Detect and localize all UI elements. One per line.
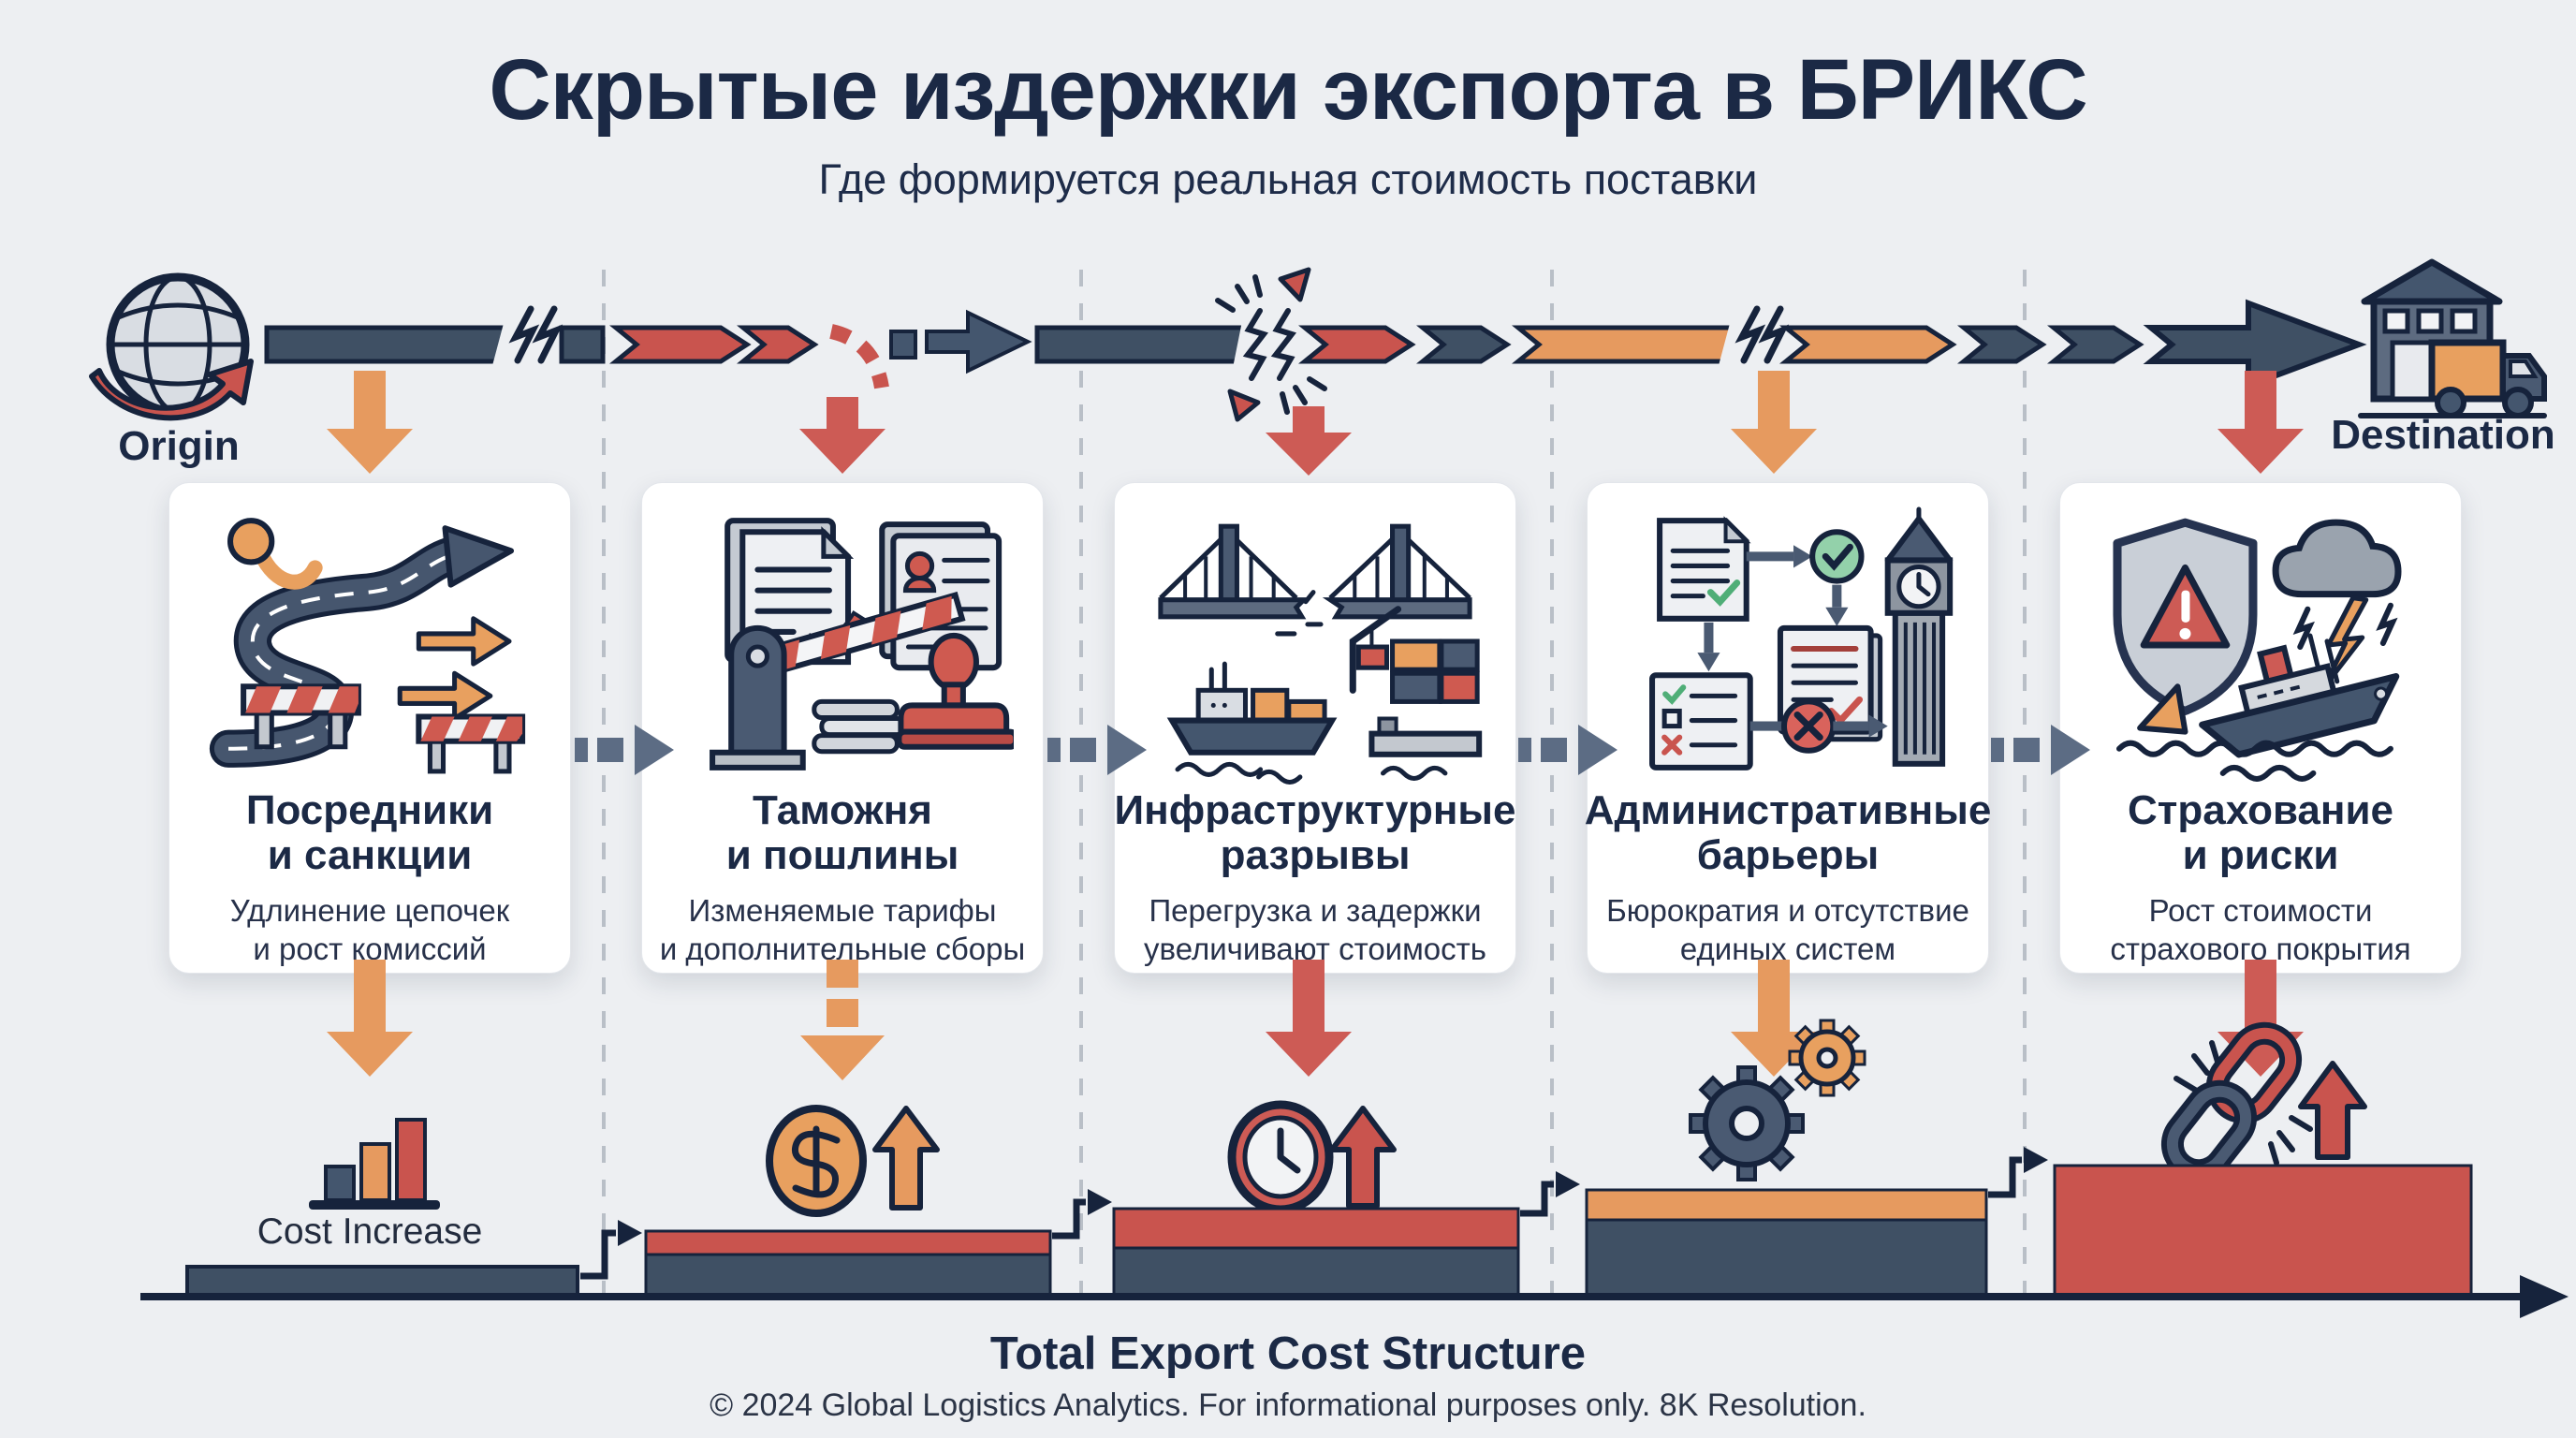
card-title-line1: Страхование	[2128, 787, 2393, 833]
card-description: Бюрократия и отсутствие единых систем	[1606, 892, 1969, 969]
card-description: Удлинение цепочек и рост комиссий	[230, 892, 509, 969]
waves	[2115, 740, 2393, 757]
road-barrier-icon	[241, 683, 361, 750]
stage-card-insurance: Страхование и риски Рост стоимости страх…	[2059, 482, 2462, 974]
card-title: Посредники и санкции	[245, 787, 494, 879]
card-title-line2: и пошлины	[725, 832, 959, 879]
document-flow-clock-tower-icon	[1649, 506, 1954, 770]
card-desc-line1: Перегрузка и задержки	[1149, 892, 1482, 928]
warehouse-truck-icon	[2358, 258, 2547, 418]
card-title-line1: Таможня	[753, 787, 932, 833]
boom-barrier-icon	[710, 591, 966, 770]
broken-bridge-port-icon	[1158, 523, 1483, 785]
gap-crack-marks	[1275, 590, 1324, 637]
customs-barrier-documents-stamp-icon	[710, 518, 1014, 770]
stage-card-customs: Таможня и пошлины Изменяемые тарифы и до…	[641, 482, 1044, 974]
chart-axis-title: Total Export Cost Structure	[989, 1328, 1587, 1379]
lightning-bolt-icon	[2321, 595, 2369, 689]
card-title: Инфраструктурные разрывы	[1114, 787, 1516, 879]
clock-tower-icon	[1884, 506, 1954, 767]
stage-card-administrative: Административные барьеры Бюрократия и от…	[1584, 482, 1992, 974]
card-desc-line2: единых систем	[1679, 931, 1896, 966]
cargo-ship-icon	[1166, 661, 1338, 785]
card-title-line1: Посредники	[245, 787, 494, 833]
card-desc-line2: и дополнительные сборы	[659, 931, 1026, 966]
card-desc-line1: Рост стоимости	[2148, 892, 2373, 928]
card-title-line2: и санкции	[267, 832, 473, 879]
card-title-line2: и риски	[2182, 832, 2339, 879]
bridge-deck-left	[1158, 597, 1310, 620]
card-description: Перегрузка и задержки увеличивают стоимо…	[1144, 892, 1486, 969]
globe-red-arrow-icon	[89, 272, 254, 421]
person-icon	[904, 550, 935, 581]
card-title-line1: Инфраструктурные	[1114, 787, 1516, 833]
card-title-line2: барьеры	[1696, 832, 1880, 879]
cost-increase-label: Cost Increase	[256, 1211, 483, 1252]
page-title: Скрытые издержки экспорта в БРИКС	[489, 42, 2087, 138]
card-title-line2: разрывы	[1220, 832, 1411, 879]
footer-copyright: © 2024 Global Logistics Analytics. For i…	[710, 1387, 1866, 1423]
red-swoosh-arrow	[89, 359, 254, 421]
road-barrier-icon	[416, 713, 526, 774]
stage-card-intermediaries: Посредники и санкции Удлинение цепочек и…	[168, 482, 571, 974]
card-desc-line2: страхового покрытия	[2110, 931, 2411, 966]
sinking-bow-fragment	[2137, 683, 2188, 735]
card-title: Административные барьеры	[1584, 787, 1992, 879]
card-title-line1: Административные	[1584, 787, 1992, 833]
storm-cloud-icon	[2272, 519, 2402, 598]
card-description: Рост стоимости страхового покрытия	[2110, 892, 2410, 969]
stamp-icon	[896, 632, 1014, 750]
shield-storm-sinking-ship-icon	[2113, 518, 2402, 782]
card-description: Изменяемые тарифы и дополнительные сборы	[660, 892, 1025, 969]
origin-label: Origin	[118, 423, 240, 469]
page-subtitle: Где формируется реальная стоимость поста…	[818, 155, 1758, 203]
destination-label: Destination	[2331, 412, 2555, 458]
crane-containers-icon	[1349, 606, 1483, 781]
winding-roads-barriers-icon	[209, 518, 526, 774]
card-title: Страхование и риски	[2128, 787, 2393, 879]
card-desc-line2: и рост комиссий	[253, 931, 487, 966]
card-desc-line1: Удлинение цепочек	[229, 892, 510, 928]
card-desc-line2: увеличивают стоимость	[1144, 931, 1486, 966]
stage-card-infrastructure: Инфраструктурные разрывы Перегрузка и за…	[1114, 482, 1516, 974]
card-title: Таможня и пошлины	[725, 787, 959, 879]
check-circle	[1809, 529, 1865, 584]
card-desc-line1: Бюрократия и отсутствие	[1606, 892, 1969, 928]
card-desc-line1: Изменяемые тарифы	[688, 892, 997, 928]
coins-stack-icon	[812, 698, 907, 755]
